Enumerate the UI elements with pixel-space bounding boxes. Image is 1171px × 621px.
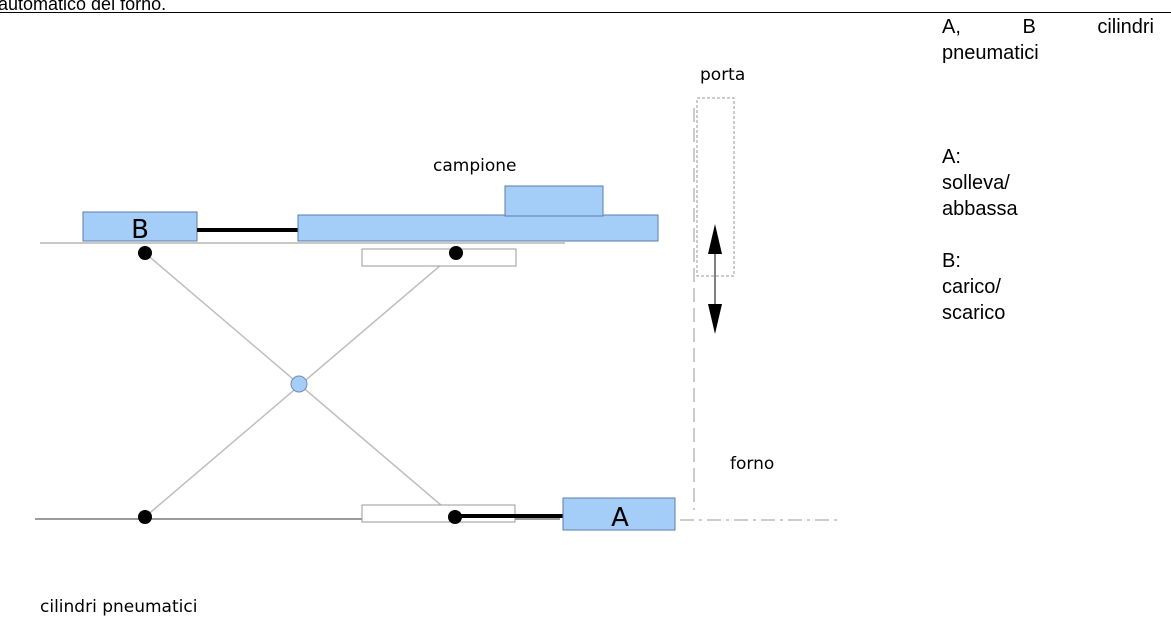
sample-platform [297,214,659,242]
top-text: automatico del forno. [0,0,167,14]
legend-panel: A, B cilindri pneumatici A: solleva/ abb… [942,14,1154,352]
legend-item-line: scarico [942,302,1006,324]
sample [504,185,604,217]
cylinder-b [82,211,198,242]
legend-title-line1: A, B cilindri [942,16,1154,38]
arrow-down-head [708,304,722,334]
pivot-center [290,375,308,393]
porta-label: porta [700,65,745,85]
arrow-up-head [708,224,722,254]
legend-item-b: B: carico/ scarico [942,248,1154,326]
pivot-bottom-right [448,510,462,524]
forno-label: forno [730,454,774,474]
scissor-lift-diagram: B A porta campione forno cilindri pneuma… [35,65,840,617]
legend-item-line: B: [942,250,961,272]
legend-item-line: abbassa [942,198,1018,220]
door [696,97,735,277]
pivot-top-right [449,246,463,260]
legend-title-line2: pneumatici [942,42,1039,64]
legend-item-line: A: [942,146,961,168]
top-rule [0,12,1171,13]
cylinder-a-label: A [611,503,629,533]
campione-label: campione [433,156,516,176]
diagram-caption: cilindri pneumatici [40,597,197,617]
pivot-top-left [138,246,152,260]
upper-slot [361,248,517,267]
legend-item-a: A: solleva/ abbassa [942,144,1154,222]
lower-slot [361,504,516,523]
legend-item-line: solleva/ [942,172,1010,194]
legend-item-line: carico/ [942,276,1001,298]
cylinder-b-label: B [131,215,149,245]
pivot-bottom-left [138,510,152,524]
cylinder-a [562,497,676,531]
